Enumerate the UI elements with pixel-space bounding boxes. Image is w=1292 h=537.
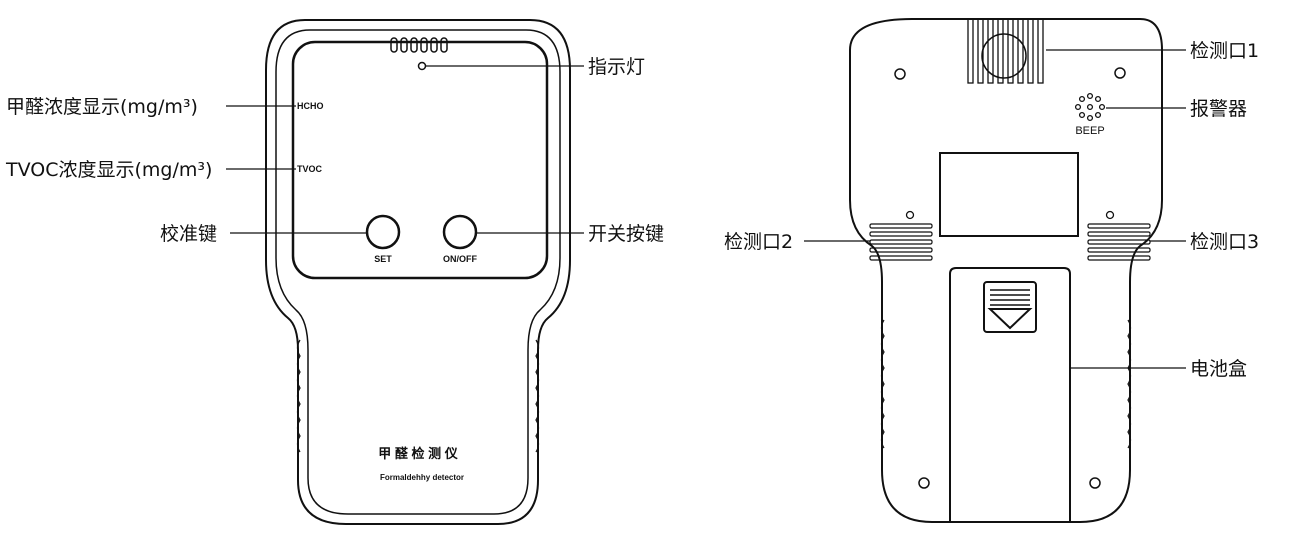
port3-vent [1087, 223, 1151, 261]
screw-top-left [894, 68, 906, 80]
front-display-panel [291, 40, 549, 280]
screw-port2 [905, 210, 915, 220]
product-name-cn: 甲 醛 检 测 仪 [378, 446, 458, 461]
screw-port3 [1105, 210, 1115, 220]
callout-indicator: 指示灯 [588, 56, 645, 78]
callout-calibrate-key: 校准键 [160, 223, 217, 245]
beep-label: BEEP [1075, 125, 1104, 137]
front-body-outline [265, 19, 571, 525]
front-vent-slots [390, 37, 448, 53]
product-name-en: Formaldehhy detector [380, 473, 464, 482]
set-button-label: SET [374, 254, 392, 264]
back-left-grip [880, 319, 885, 449]
tvoc-screen-label: TVOC [297, 164, 323, 174]
back-view: BEEP [804, 18, 1186, 523]
back-body-outline [849, 18, 1163, 523]
front-right-grip [535, 339, 540, 453]
beeper-holes [1074, 92, 1106, 122]
set-button[interactable] [365, 214, 401, 250]
callout-port3: 检测口3 [1190, 231, 1259, 253]
callout-power-key: 开关按键 [588, 223, 664, 245]
power-button-label: ON/OFF [443, 254, 477, 264]
indicator-light [417, 61, 427, 71]
front-body-inner-outline [275, 29, 561, 515]
callout-port1: 检测口1 [1190, 40, 1259, 62]
battery-cover[interactable] [949, 267, 1071, 522]
front-view: HCHO TVOC SET ON/OFF 甲 醛 检 测 仪 Formaldeh… [226, 19, 584, 525]
port1-grille [967, 18, 1044, 84]
callout-battery: 电池盒 [1190, 358, 1247, 380]
hcho-screen-label: HCHO [297, 101, 324, 111]
back-right-grip [1127, 319, 1132, 449]
front-left-grip [296, 339, 301, 453]
power-button[interactable] [442, 214, 478, 250]
screw-top-right [1114, 67, 1126, 79]
battery-latch[interactable] [983, 281, 1037, 333]
back-label-window [939, 152, 1079, 237]
screw-bottom-right [1089, 477, 1101, 489]
port2-vent [869, 223, 933, 261]
callout-hcho-display: 甲醛浓度显示(mg/m³) [6, 96, 198, 118]
callout-port2: 检测口2 [724, 231, 793, 253]
callout-tvoc-display: TVOC浓度显示(mg/m³) [5, 159, 212, 181]
screw-bottom-left [918, 477, 930, 489]
callout-alarm: 报警器 [1190, 98, 1247, 120]
